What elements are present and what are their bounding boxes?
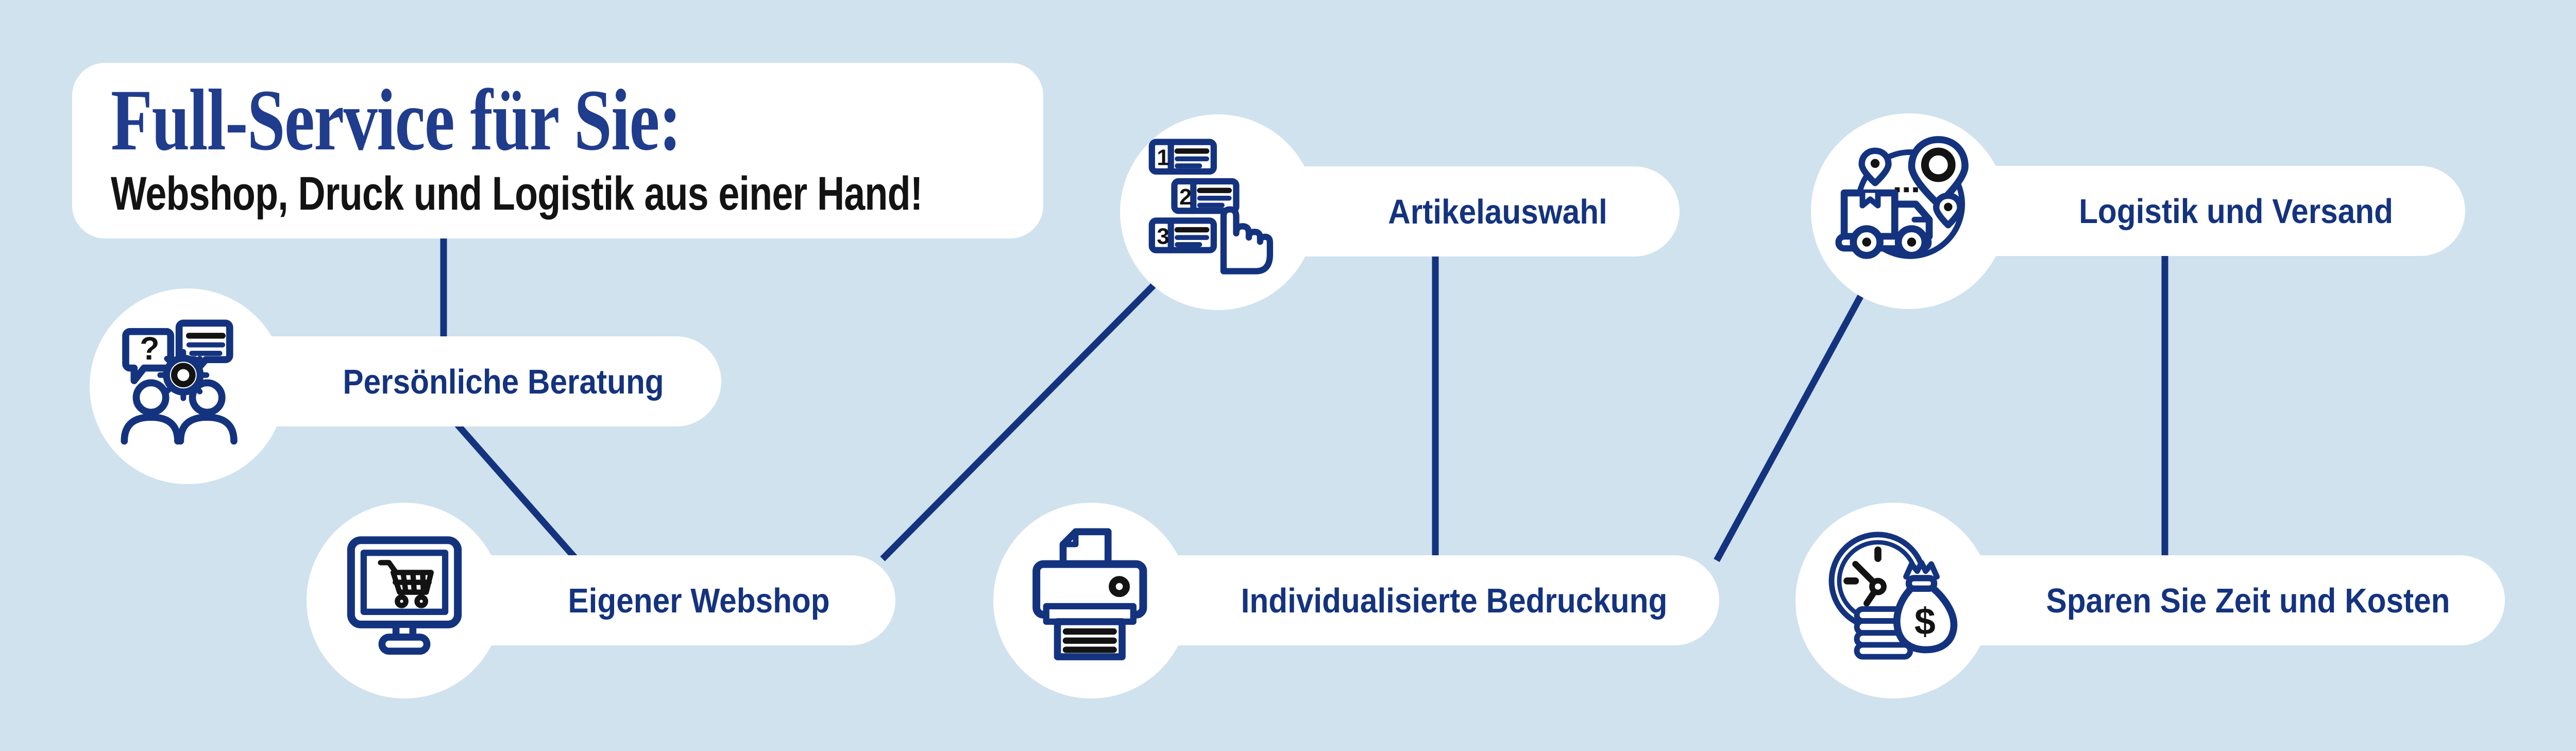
list-number-2: 2 [1179,185,1192,210]
clock-money-icon: $ [1828,532,1958,660]
list-number-3: 3 [1157,224,1169,249]
node-icon-circle: 1 2 3 [1120,114,1316,310]
page-title: Full-Service für Sie: [111,72,682,168]
connector-bedruckung-to-logistik [1714,281,1871,562]
pointer-hand [1220,206,1274,275]
question-glyph: ? [140,331,159,367]
node-icon-circle [1811,113,2007,309]
node-label: Logistik und Versand [2079,192,2393,231]
node-label: Artikelauswahl [1388,193,1607,231]
printer-icon [1032,528,1147,660]
node-icon-circle [307,503,502,698]
page-subtitle: Webshop, Druck und Logistik aus einer Ha… [111,167,923,220]
numbered-list-selection-icon: 1 2 3 [1148,139,1274,275]
node-icon-circle: $ [1795,503,1991,698]
node-icon-circle [993,503,1189,698]
node-label: Eigener Webshop [568,582,830,620]
route-dots [1894,187,1918,193]
dollar-glyph: $ [1914,600,1936,642]
consultation-icon: ? [121,319,238,445]
node-label: Persönliche Beratung [343,363,664,401]
title-card: Full-Service für Sie: Webshop, Druck und… [72,63,1043,238]
delivery-truck-location-icon [1835,136,1969,259]
node-icon-circle: ? [90,288,285,484]
list-number-1: 1 [1157,146,1169,170]
connector-webshop-to-artikelauswahl [880,282,1157,561]
node-label: Individualisierte Bedruckung [1241,582,1668,620]
webshop-monitor-cart-icon [347,536,462,655]
connector-beratung-to-webshop [453,420,579,561]
node-label: Sparen Sie Zeit und Kosten [2046,582,2450,620]
